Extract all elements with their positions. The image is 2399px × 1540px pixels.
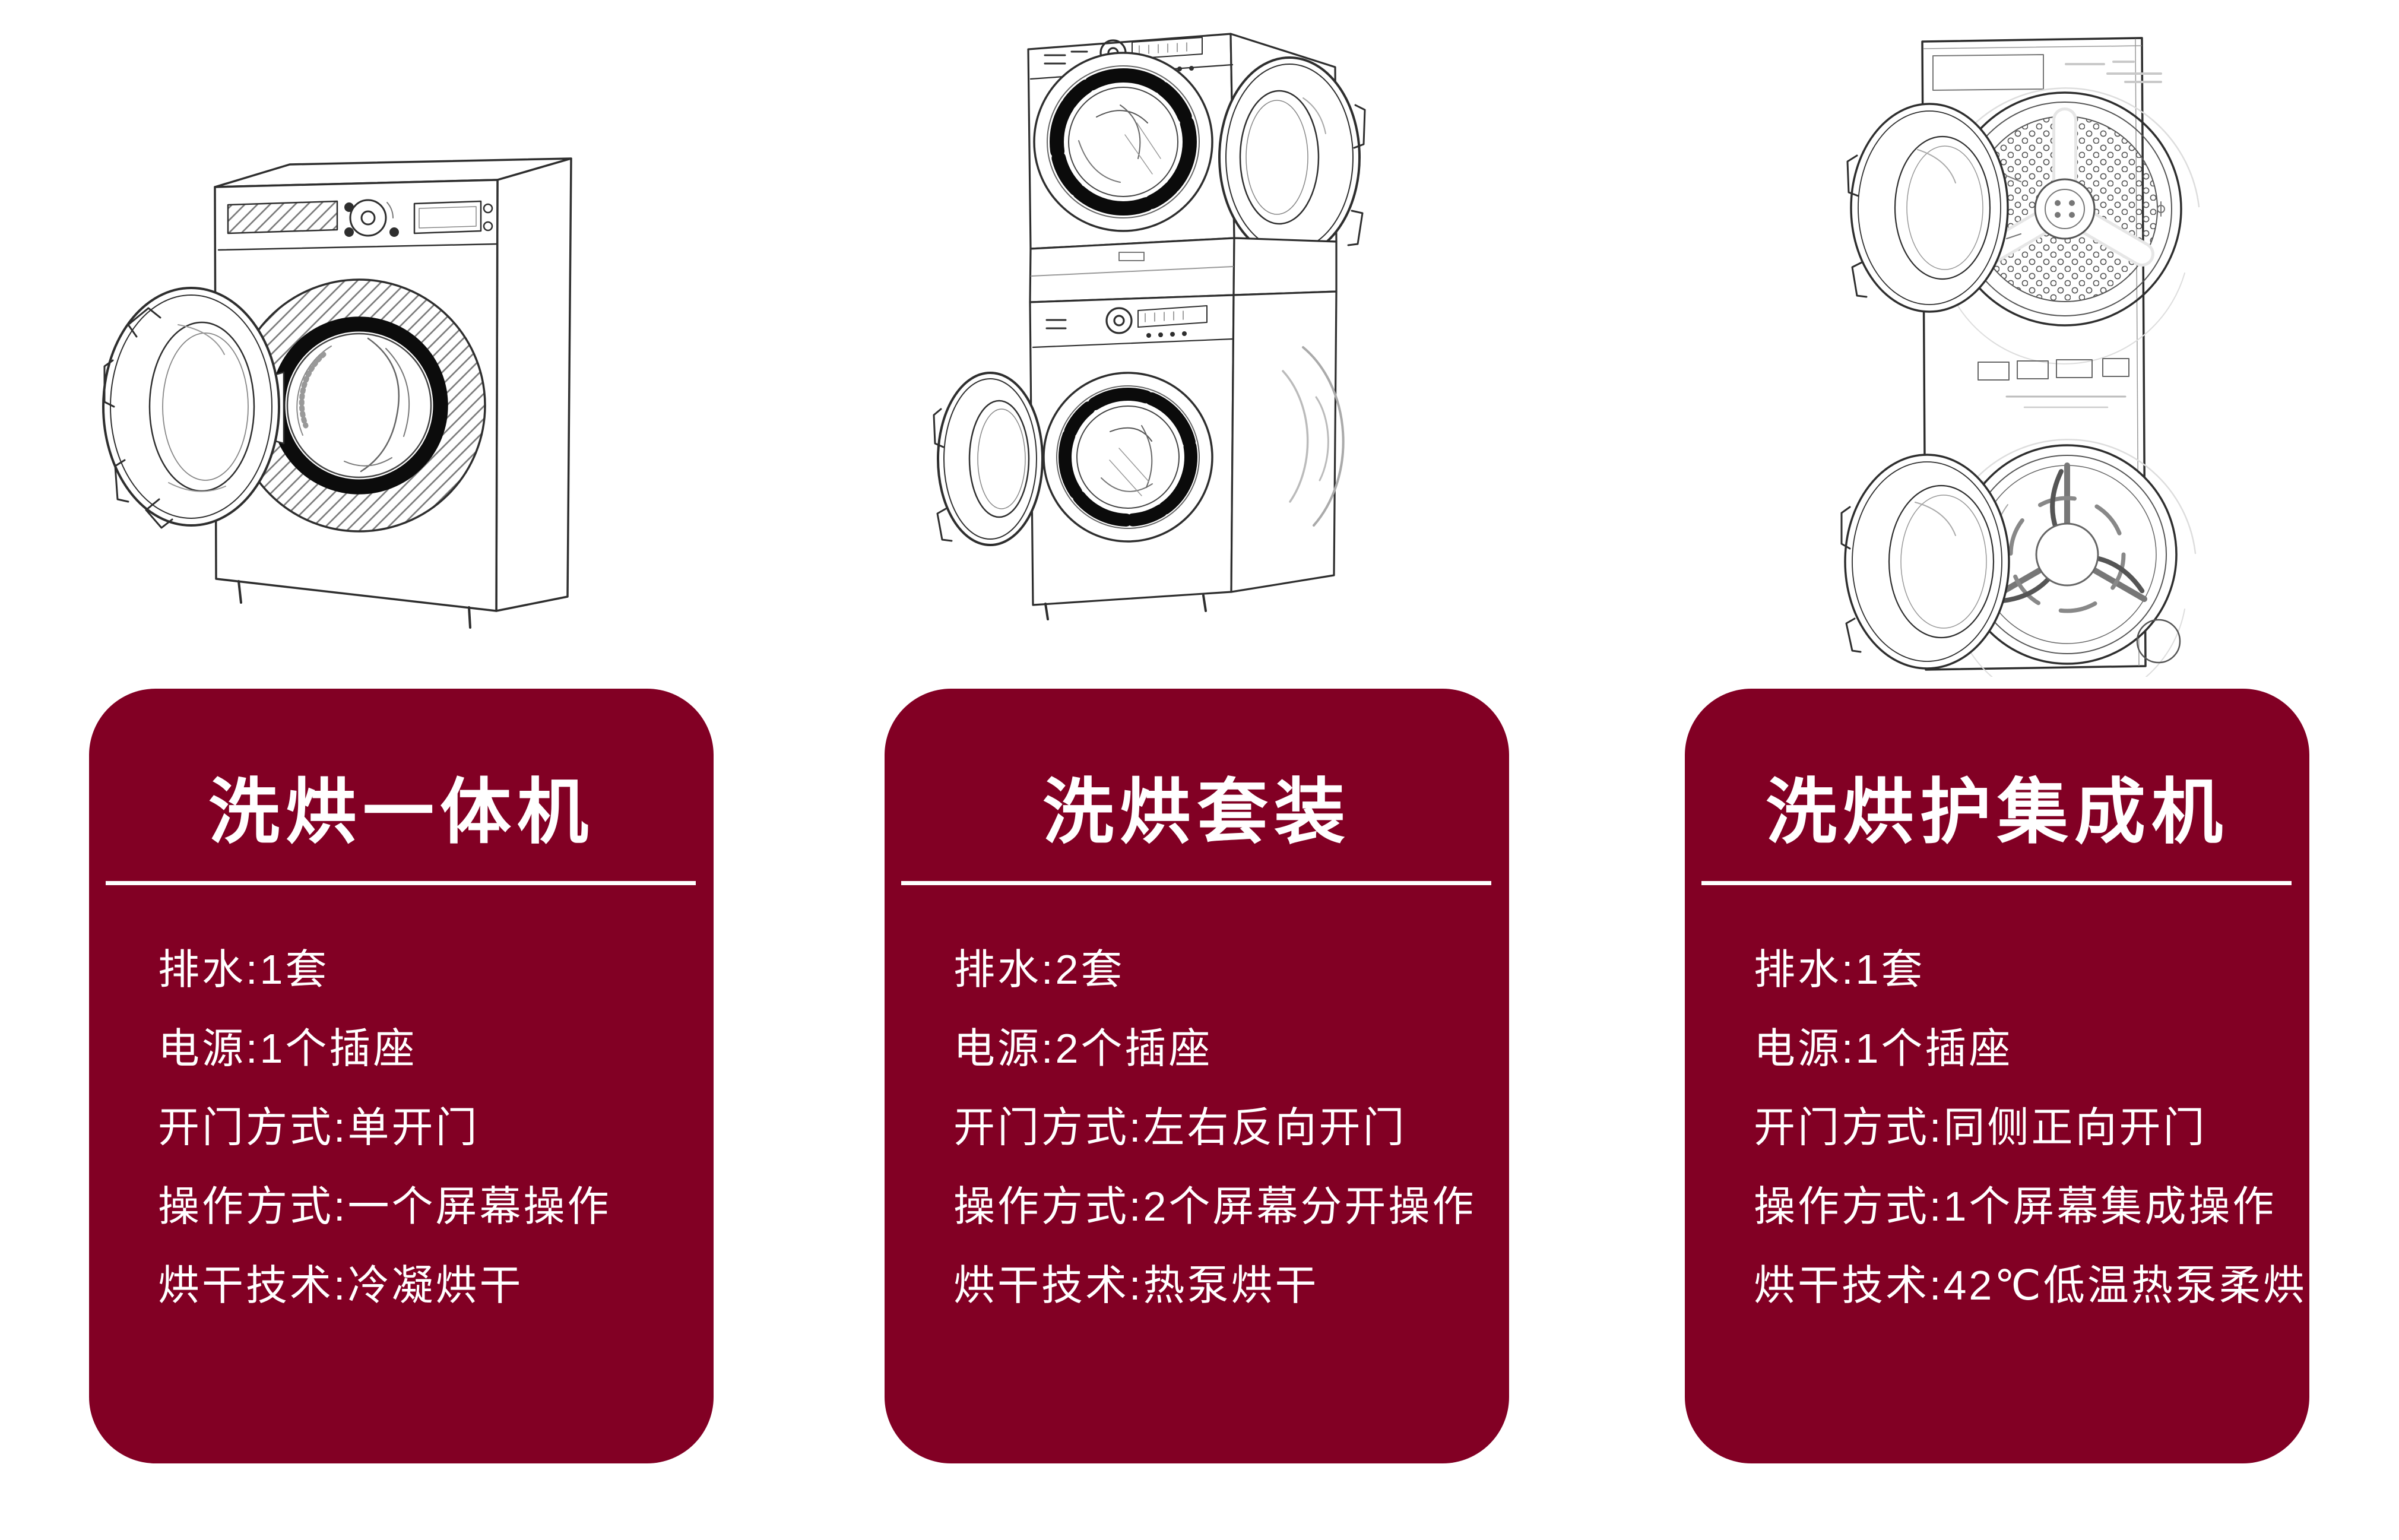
spec-row-drainage: 排水:2套: [953, 946, 1125, 993]
stacked-washer-dryer-set-illustration: [933, 33, 1366, 620]
spec-row-door: 开门方式:左右反向开门: [953, 1104, 1407, 1151]
product-card-washer-dryer-combo: 洗烘一体机 排水:1套 电源:1个插座 开门方式:单开门 操作方式:一个屏幕操作…: [89, 689, 714, 1463]
title-divider: [901, 881, 1491, 885]
spec-row-drainage: 排水:1套: [158, 946, 329, 993]
card-title: 洗烘护集成机: [1766, 772, 2229, 852]
spec-row-drying: 烘干技术:热泵烘干: [953, 1262, 1319, 1308]
spec-row-operation: 操作方式:一个屏幕操作: [158, 1183, 611, 1230]
spec-list: 排水:1套 电源:1个插座 开门方式:单开门 操作方式:一个屏幕操作 烘干技术:…: [89, 930, 714, 1325]
spec-row-power: 电源:2个插座: [953, 1025, 1213, 1072]
product-card-washer-dryer-set: 洗烘套装 排水:2套 电源:2个插座 开门方式:左右反向开门 操作方式:2个屏幕…: [885, 689, 1509, 1463]
spec-row-drying: 烘干技术:冷凝烘干: [158, 1262, 524, 1308]
spec-list: 排水:2套 电源:2个插座 开门方式:左右反向开门 操作方式:2个屏幕分开操作 …: [885, 930, 1509, 1325]
product-card-integrated-tower: 洗烘护集成机 排水:1套 电源:1个插座 开门方式:同侧正向开门 操作方式:1个…: [1685, 689, 2309, 1463]
washer-dryer-combo-illustration: [102, 157, 572, 629]
spec-row-power: 电源:1个插座: [1754, 1025, 2013, 1072]
spec-row-drainage: 排水:1套: [1754, 946, 1925, 993]
spec-row-door: 开门方式:同侧正向开门: [1754, 1104, 2207, 1151]
spec-row-drying: 烘干技术:42℃低温热泵柔烘: [1754, 1262, 2307, 1308]
integrated-wash-dry-care-tower-illustration: [1840, 37, 2200, 677]
card-title: 洗烘一体机: [208, 772, 594, 852]
card-title: 洗烘套装: [1042, 772, 1351, 852]
spec-row-power: 电源:1个插座: [158, 1025, 417, 1072]
spec-row-operation: 操作方式:1个屏幕集成操作: [1754, 1183, 2277, 1230]
title-divider: [106, 881, 696, 885]
spec-row-door: 开门方式:单开门: [158, 1104, 480, 1151]
spec-row-operation: 操作方式:2个屏幕分开操作: [953, 1183, 1476, 1230]
spec-list: 排水:1套 电源:1个插座 开门方式:同侧正向开门 操作方式:1个屏幕集成操作 …: [1685, 930, 2309, 1325]
title-divider: [1701, 881, 2292, 885]
